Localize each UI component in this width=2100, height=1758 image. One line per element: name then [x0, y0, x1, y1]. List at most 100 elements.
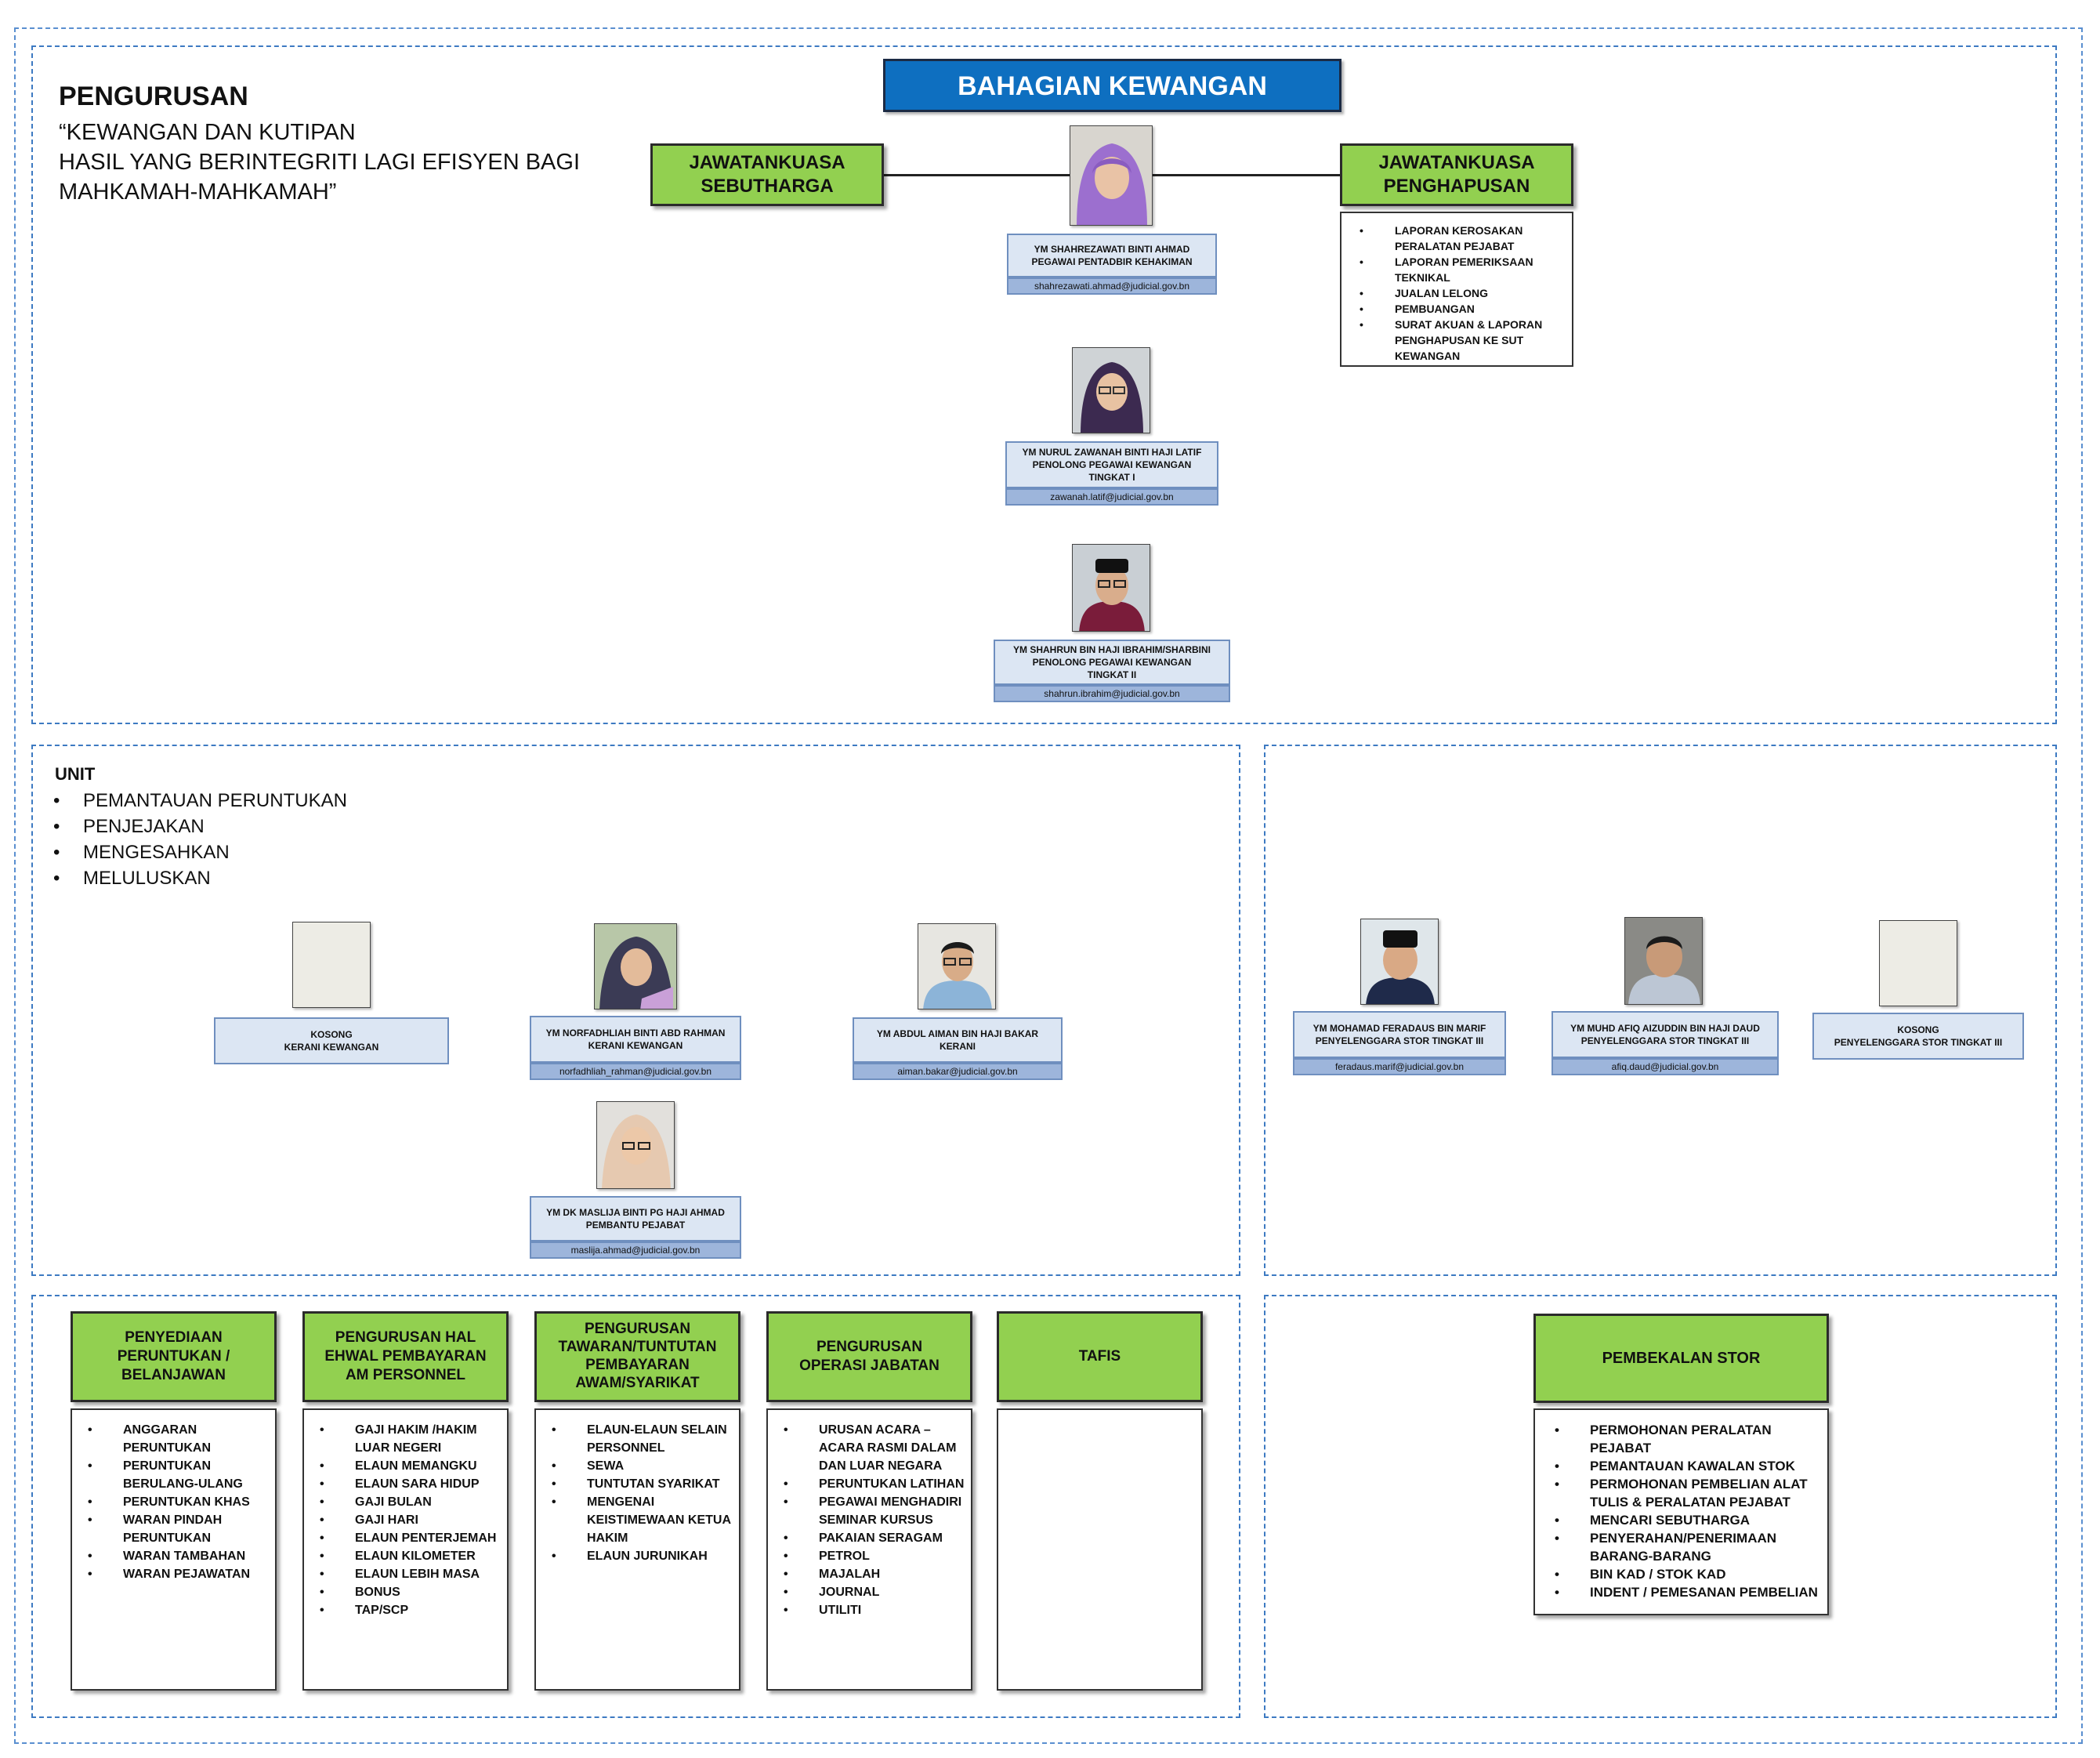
function-5-header: TAFIS — [997, 1311, 1203, 1402]
store-functions-panel — [1264, 1295, 2057, 1718]
function-3-title-line: TAWARAN/TUNTUTAN — [558, 1339, 717, 1356]
list-item: ELAUN LEBIH MASA — [320, 1565, 501, 1583]
function-4-title-line: OPERASI JABATAN — [799, 1357, 940, 1374]
assistant-name-box: YM DK MASLIJA BINTI PG HAJI AHMAD PEMBAN… — [530, 1196, 741, 1241]
unit-item: •PEMANTAUAN PERUNTUKAN — [53, 790, 347, 811]
unit-title: UNIT — [55, 764, 96, 784]
list-item: PEGAWAI MENGHADIRI SEMINAR KURSUS — [784, 1493, 965, 1529]
list-item: ELAUN KILOMETER — [320, 1547, 501, 1565]
list-item: PEMANTAUAN KAWALAN STOK — [1555, 1457, 1818, 1475]
assistant-name: YM DK MASLIJA BINTI PG HAJI AHMAD — [546, 1207, 725, 1218]
function-1-title-line: PENYEDIAAN — [125, 1329, 223, 1347]
function-2-title-line: AM PERSONNEL — [345, 1366, 466, 1383]
avatar-store1 — [1360, 919, 1439, 1005]
list-item: GAJI HAKIM /HAKIM LUAR NEGERI — [320, 1421, 501, 1457]
list-item: LAPORAN PEMERIKSAAN TEKNIKAL — [1360, 254, 1564, 285]
list-item: GAJI BULAN — [320, 1493, 501, 1511]
avatar-vacant-clerk — [292, 922, 371, 1008]
penghapusan-items: LAPORAN KEROSAKAN PERALATAN PEJABAT LAPO… — [1360, 223, 1564, 364]
list-item: TUNTUTAN SYARIKAT — [552, 1475, 733, 1493]
person-photo-icon — [1073, 348, 1150, 433]
list-item: JOURNAL — [784, 1583, 965, 1601]
function-2-header: PENGURUSAN HAL EHWAL PEMBAYARAN AM PERSO… — [302, 1311, 509, 1402]
function-2-title-line: EHWAL PEMBAYARAN — [324, 1348, 487, 1365]
store3-name: KOSONG — [1897, 1024, 1939, 1035]
list-item: PERUNTUKAN BERULANG-ULANG — [88, 1457, 269, 1493]
function-5-list — [997, 1408, 1203, 1691]
function-2-title-line: PENGURUSAN HAL — [335, 1329, 476, 1347]
function-4-items: URUSAN ACARA – ACARA RASMI DALAM DAN LUA… — [784, 1421, 965, 1619]
store1-email: feradaus.marif@judicial.gov.bn — [1293, 1058, 1506, 1075]
store1-name: YM MOHAMAD FERADAUS BIN MARIF — [1312, 1023, 1486, 1034]
head-name-box: YM SHAHREZAWATI BINTI AHMAD PEGAWAI PENT… — [1007, 234, 1217, 277]
unit-item: •MENGESAHKAN — [53, 842, 230, 863]
person-photo-icon — [1070, 126, 1152, 225]
list-item: PERMOHONAN PERALATAN PEJABAT — [1555, 1421, 1818, 1457]
committee-penghapusan: JAWATANKUASA PENGHAPUSAN — [1340, 143, 1573, 206]
store3-name-box: KOSONG PENYELENGGARA STOR TINGKAT III — [1812, 1013, 2024, 1060]
list-item: GAJI HARI — [320, 1511, 501, 1529]
mission-line-1: “KEWANGAN DAN KUTIPAN — [59, 120, 356, 145]
person-photo-icon — [1625, 918, 1702, 1004]
assistant-email: maslija.ahmad@judicial.gov.bn — [530, 1241, 741, 1259]
avatar-officer1 — [1072, 347, 1150, 433]
avatar-head — [1070, 125, 1153, 226]
function-2-list: GAJI HAKIM /HAKIM LUAR NEGERI ELAUN MEMA… — [302, 1408, 509, 1691]
list-item: PEMBUANGAN — [1360, 301, 1564, 317]
list-item: MAJALAH — [784, 1565, 965, 1583]
store2-name: YM MUHD AFIQ AIZUDDIN BIN HAJI DAUD — [1570, 1023, 1760, 1034]
function-1-title-line: PERUNTUKAN / — [117, 1348, 230, 1365]
committee-penghapusan-line2: PENGHAPUSAN — [1383, 176, 1530, 197]
store-panel — [1264, 745, 2057, 1276]
list-item: PETROL — [784, 1547, 965, 1565]
officer2-grade: TINGKAT II — [1087, 669, 1137, 680]
function-4-list: URUSAN ACARA – ACARA RASMI DALAM DAN LUA… — [766, 1408, 972, 1691]
list-item: URUSAN ACARA – ACARA RASMI DALAM DAN LUA… — [784, 1421, 965, 1475]
list-item: SEWA — [552, 1457, 733, 1475]
list-item: WARAN TAMBAHAN — [88, 1547, 269, 1565]
clerk2-name: YM ABDUL AIMAN BIN HAJI BAKAR — [876, 1028, 1039, 1039]
committee-sebutharga-line1: JAWATANKUASA — [689, 152, 845, 173]
list-item: PERUNTUKAN KHAS — [88, 1493, 269, 1511]
avatar-assistant — [596, 1101, 675, 1189]
unit-item: •MELULUSKAN — [53, 868, 211, 889]
function-1-header: PENYEDIAAN PERUNTUKAN / BELANJAWAN — [71, 1311, 277, 1402]
officer1-name-box: YM NURUL ZAWANAH BINTI HAJI LATIF PENOLO… — [1005, 441, 1218, 488]
committee-penghapusan-line1: JAWATANKUASA — [1378, 152, 1535, 173]
person-photo-icon — [1073, 545, 1150, 631]
list-item: PERMOHONAN PEMBELIAN ALAT TULIS & PERALA… — [1555, 1475, 1818, 1511]
unit-item: •PENJEJAKAN — [53, 816, 205, 837]
assistant-role: PEMBANTU PEJABAT — [585, 1220, 686, 1231]
avatar-officer2 — [1072, 544, 1150, 632]
avatar-clerk2 — [918, 923, 996, 1009]
officer2-email: shahrun.ibrahim@judicial.gov.bn — [994, 685, 1230, 702]
store2-email: afiq.daud@judicial.gov.bn — [1551, 1058, 1779, 1075]
store-function-header: PEMBEKALAN STOR — [1533, 1314, 1829, 1403]
clerk1-role: KERANI KEWANGAN — [588, 1040, 683, 1051]
list-item: ELAUN PENTERJEMAH — [320, 1529, 501, 1547]
clerk2-name-box: YM ABDUL AIMAN BIN HAJI BAKAR KERANI — [853, 1017, 1063, 1063]
head-name: YM SHAHREZAWATI BINTI AHMAD — [1034, 244, 1190, 255]
function-1-title-line: BELANJAWAN — [121, 1366, 226, 1383]
list-item: PERUNTUKAN LATIHAN — [784, 1475, 965, 1493]
function-5-title: TAFIS — [1078, 1348, 1121, 1365]
function-1-list: ANGGARAN PERUNTUKAN PERUNTUKAN BERULANG-… — [71, 1408, 277, 1691]
list-item: INDENT / PEMESANAN PEMBELIAN — [1555, 1583, 1818, 1601]
officer2-name: YM SHAHRUN BIN HAJI IBRAHIM/SHARBINI — [1012, 644, 1211, 655]
function-3-header: PENGURUSAN TAWARAN/TUNTUTAN PEMBAYARAN A… — [534, 1311, 740, 1402]
person-photo-icon — [1361, 919, 1438, 1004]
list-item: TAP/SCP — [320, 1601, 501, 1619]
committee-penghapusan-list: LAPORAN KEROSAKAN PERALATAN PEJABAT LAPO… — [1340, 212, 1573, 367]
function-4-header: PENGURUSAN OPERASI JABATAN — [766, 1311, 972, 1402]
store1-role: PENYELENGGARA STOR TINGKAT III — [1315, 1035, 1484, 1046]
store2-name-box: YM MUHD AFIQ AIZUDDIN BIN HAJI DAUD PENY… — [1551, 1011, 1779, 1058]
store3-role: PENYELENGGARA STOR TINGKAT III — [1834, 1037, 2003, 1048]
store-function-list: PERMOHONAN PERALATAN PEJABAT PEMANTAUAN … — [1533, 1408, 1829, 1615]
list-item: PAKAIAN SERAGAM — [784, 1529, 965, 1547]
mission-title: PENGURUSAN — [59, 82, 248, 111]
officer1-email: zawanah.latif@judicial.gov.bn — [1005, 488, 1218, 506]
function-3-title-line: PENGURUSAN — [584, 1321, 691, 1338]
store2-role: PENYELENGGARA STOR TINGKAT III — [1580, 1035, 1750, 1046]
outer-frame — [14, 27, 2083, 1744]
person-photo-icon — [918, 924, 995, 1009]
